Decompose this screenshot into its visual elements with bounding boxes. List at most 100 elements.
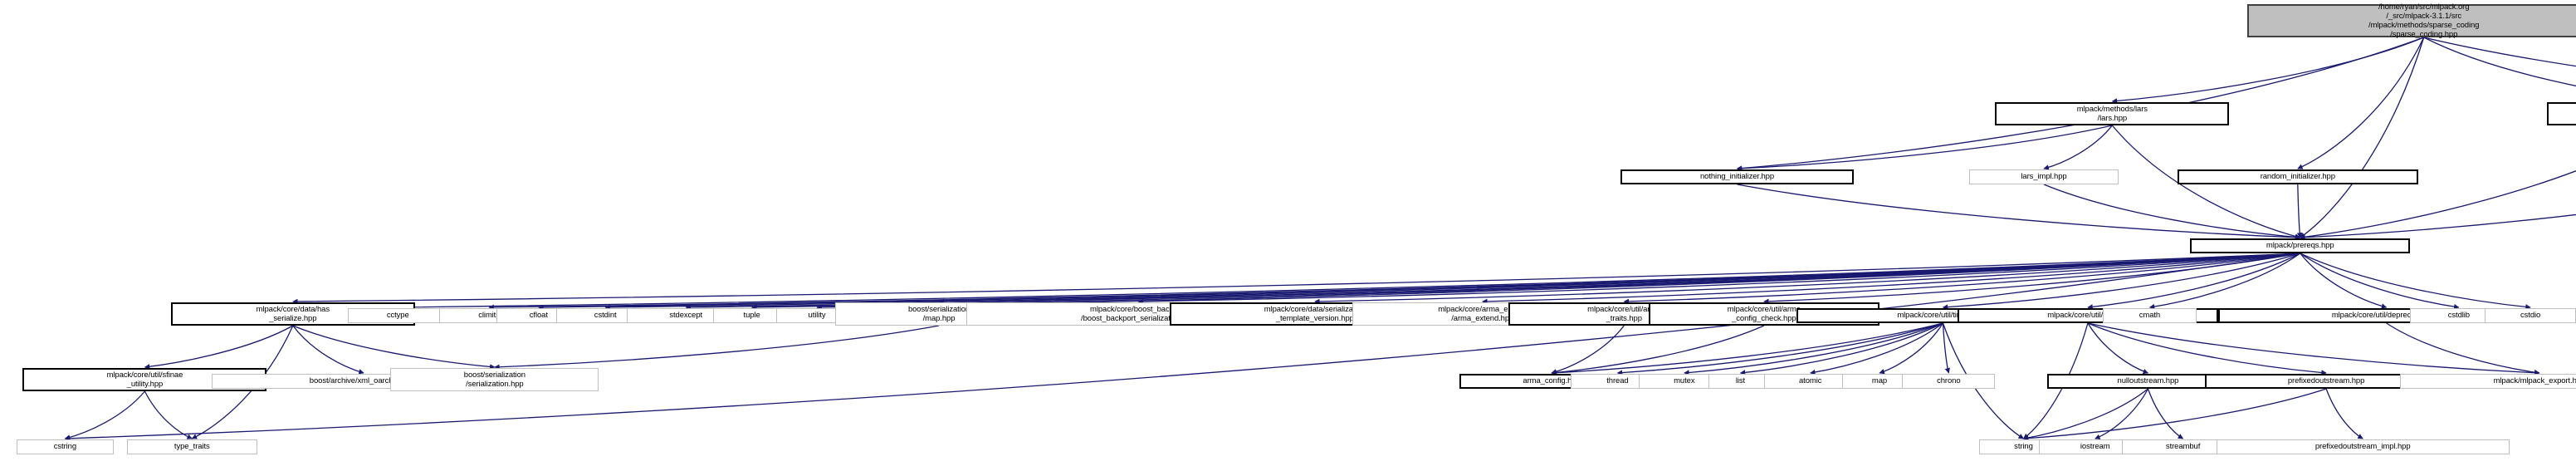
graph-node-atomic[interactable]: atomic [1763,374,1857,389]
graph-node-label: mlpack/core/util/deprecated.hpp [2331,311,2442,321]
edge-paths [64,37,2576,442]
graph-edge-math_random-to-prereqs [2300,213,2576,240]
graph-edge-deprecated-to-mlpack_export [2386,322,2540,375]
graph-edge-timers-to-map [1879,322,1944,375]
graph-edge-lars_impl-to-prereqs [2043,184,2301,240]
graph-node-map[interactable]: map [1841,374,1918,389]
graph-node-cstdio[interactable]: cstdio [2485,308,2576,323]
graph-node-label: nothing_initializer.hpp [1699,172,1775,182]
graph-node-label: mlpack/core/boost_backport/boost_backpor… [1081,304,1196,323]
graph-node-random_init[interactable]: random_initializer.hpp [2177,169,2418,184]
graph-node-mlpack_export[interactable]: mlpack/mlpack_export.hpp [2400,374,2576,389]
graph-node-prefixedout[interactable]: prefixedoutstream.hpp [2205,374,2448,389]
graph-edge-random_init-to-prereqs [2296,184,2303,238]
graph-node-label: lars_impl.hpp [2021,172,2067,182]
graph-edge-has_serialize-to-type_traits [191,325,294,439]
graph-node-chrono[interactable]: chrono [1902,374,1996,389]
graph-node-label: string [2014,442,2033,452]
graph-node-nothing_init[interactable]: nothing_initializer.hpp [1620,169,1854,184]
graph-edge-timers-to-atomic [1810,322,1943,375]
graph-node-cstdlib[interactable]: cstdlib [2410,308,2508,323]
graph-node-prereqs[interactable]: mlpack/prereqs.hpp [2190,238,2411,253]
graph-edge-nothing_init-to-prereqs [1737,184,2301,241]
graph-node-label: mlpack/core/util/sfinae_utility.hpp [106,370,183,389]
graph-edge-prereqs-to-cstdint [604,253,2300,311]
graph-edge-lars-to-nothing_init [1736,125,2113,171]
graph-edge-prereqs-to-cstring [64,253,2300,442]
graph-node-cstring[interactable]: cstring [16,439,115,454]
graph-node-type_traits[interactable]: type_traits [126,439,257,454]
graph-edge-nulloutstream-to-streambuf [2147,388,2184,439]
graph-node-mutex[interactable]: mutex [1638,374,1730,389]
graph-edge-has_serialize-to-xml_oarchive [292,325,364,375]
graph-edge-nulloutstream-to-string [2022,388,2148,441]
graph-edge-prereqs-to-cmath [2148,253,2301,310]
graph-node-label: boost/serialization/map.hpp [907,304,970,323]
graph-node-label: iostream [2080,442,2110,452]
graph-edge-timers-to-chrono [1942,322,1950,374]
graph-node-label: utility [808,311,826,321]
graph-node-label: boost/serialization/serialization.hpp [463,370,525,389]
graph-node-label: mlpack/core/util/timers.hpp [1897,311,1989,321]
graph-node-label: prefixedoutstream.hpp [2287,376,2365,386]
graph-node-label: stdexcept [669,311,703,321]
graph-node-list[interactable]: list [1708,374,1772,389]
graph-node-prefixed_impl[interactable]: prefixedoutstream_impl.hpp [2216,439,2510,454]
graph-edge-sfinae-to-cstring [64,390,145,440]
graph-edge-prereqs-to-arma_traits [1623,253,2300,305]
graph-edge-sfinae-to-type_traits [144,390,193,439]
graph-edge-ddri-to-prereqs [2300,169,2576,240]
graph-node-label: cmath [2139,311,2161,321]
graph-edge-has_serialize-to-boost_ser [292,325,496,370]
graph-edge-lars-to-lars_impl [2043,125,2113,170]
graph-node-cmath[interactable]: cmath [2102,308,2197,323]
graph-node-root[interactable]: /home/ryan/src/mlpack.org/_src/mlpack-3.… [2247,2,2576,40]
graph-node-ddri[interactable]: data_dependent_random_initializer.hpp [2546,102,2576,125]
graph-edge-prereqs-to-arma_extend [1482,253,2300,305]
graph-node-label: mlpack/core/util/arma_traits.hpp [1587,304,1661,323]
graph-node-label: mlpack/methods/lars/lars.hpp [2076,104,2148,123]
graph-node-label: cstring [53,442,77,452]
graph-edge-prereqs-to-cstdlib [2300,253,2460,310]
graph-edge-root-to-random_init [2297,37,2425,169]
graph-node-label: mutex [1674,376,1695,386]
graph-edge-timers-to-string [1942,322,2025,439]
graph-node-label: streambuf [2165,442,2201,452]
graph-node-label: random_initializer.hpp [2260,172,2335,182]
graph-node-label: map [1871,376,1888,386]
graph-edge-prereqs-to-deprecated [2300,253,2388,309]
graph-edge-prereqs-to-ser_tmpl [1314,253,2300,305]
graph-node-boost_ser[interactable]: boost/serialization/serialization.hpp [390,368,599,391]
graph-node-label: mlpack/mlpack_export.hpp [2493,376,2576,386]
graph-node-lars[interactable]: mlpack/methods/lars/lars.hpp [1995,102,2230,125]
graph-edge-boost_map-to-boost_ser [494,325,940,370]
graph-edge-prereqs-to-cstdio [2300,253,2531,310]
graph-node-label: cstdlib [2447,311,2470,321]
graph-node-label: chrono [1937,376,1961,386]
graph-node-label: mlpack/core/util/log.hpp [2047,311,2129,321]
graph-edge-prereqs-to-boost_bp [1137,253,2300,305]
graph-edge-timers-to-thread [1616,322,1943,375]
graph-node-cctype[interactable]: cctype [348,308,448,323]
graph-edge-prereqs-to-log [2087,253,2301,310]
graph-node-label: /home/ryan/src/mlpack.org/_src/mlpack-3.… [2368,2,2480,40]
graph-node-label: type_traits [174,442,210,452]
graph-node-label: cstdint [594,311,617,321]
graph-edge-log-to-string [2022,322,2089,439]
graph-edge-timers-to-mutex [1684,322,1943,375]
graph-edge-prefixedout-to-string [2022,388,2327,441]
graph-edge-arma_cfg_chk-to-arma_config [1551,325,1765,375]
graph-edge-prefixedout-to-prefixed_impl [2325,388,2363,439]
graph-node-label: mlpack/prereqs.hpp [2266,241,2334,251]
graph-node-label: prefixedoutstream_impl.hpp [2314,442,2411,452]
graph-node-label: list [1735,376,1746,386]
graph-node-lars_impl[interactable]: lars_impl.hpp [1968,169,2119,184]
graph-node-label: cctype [386,311,409,321]
graph-node-label: mlpack/core/util/arma_config_check.hpp [1727,304,1801,323]
graph-edge-root-to-lars [2111,37,2424,104]
graph-node-label: mlpack/core/data/serialization_template_… [1264,304,1366,323]
graph-node-label: cstdio [2520,311,2541,321]
graph-node-label: nulloutstream.hpp [2117,376,2179,386]
